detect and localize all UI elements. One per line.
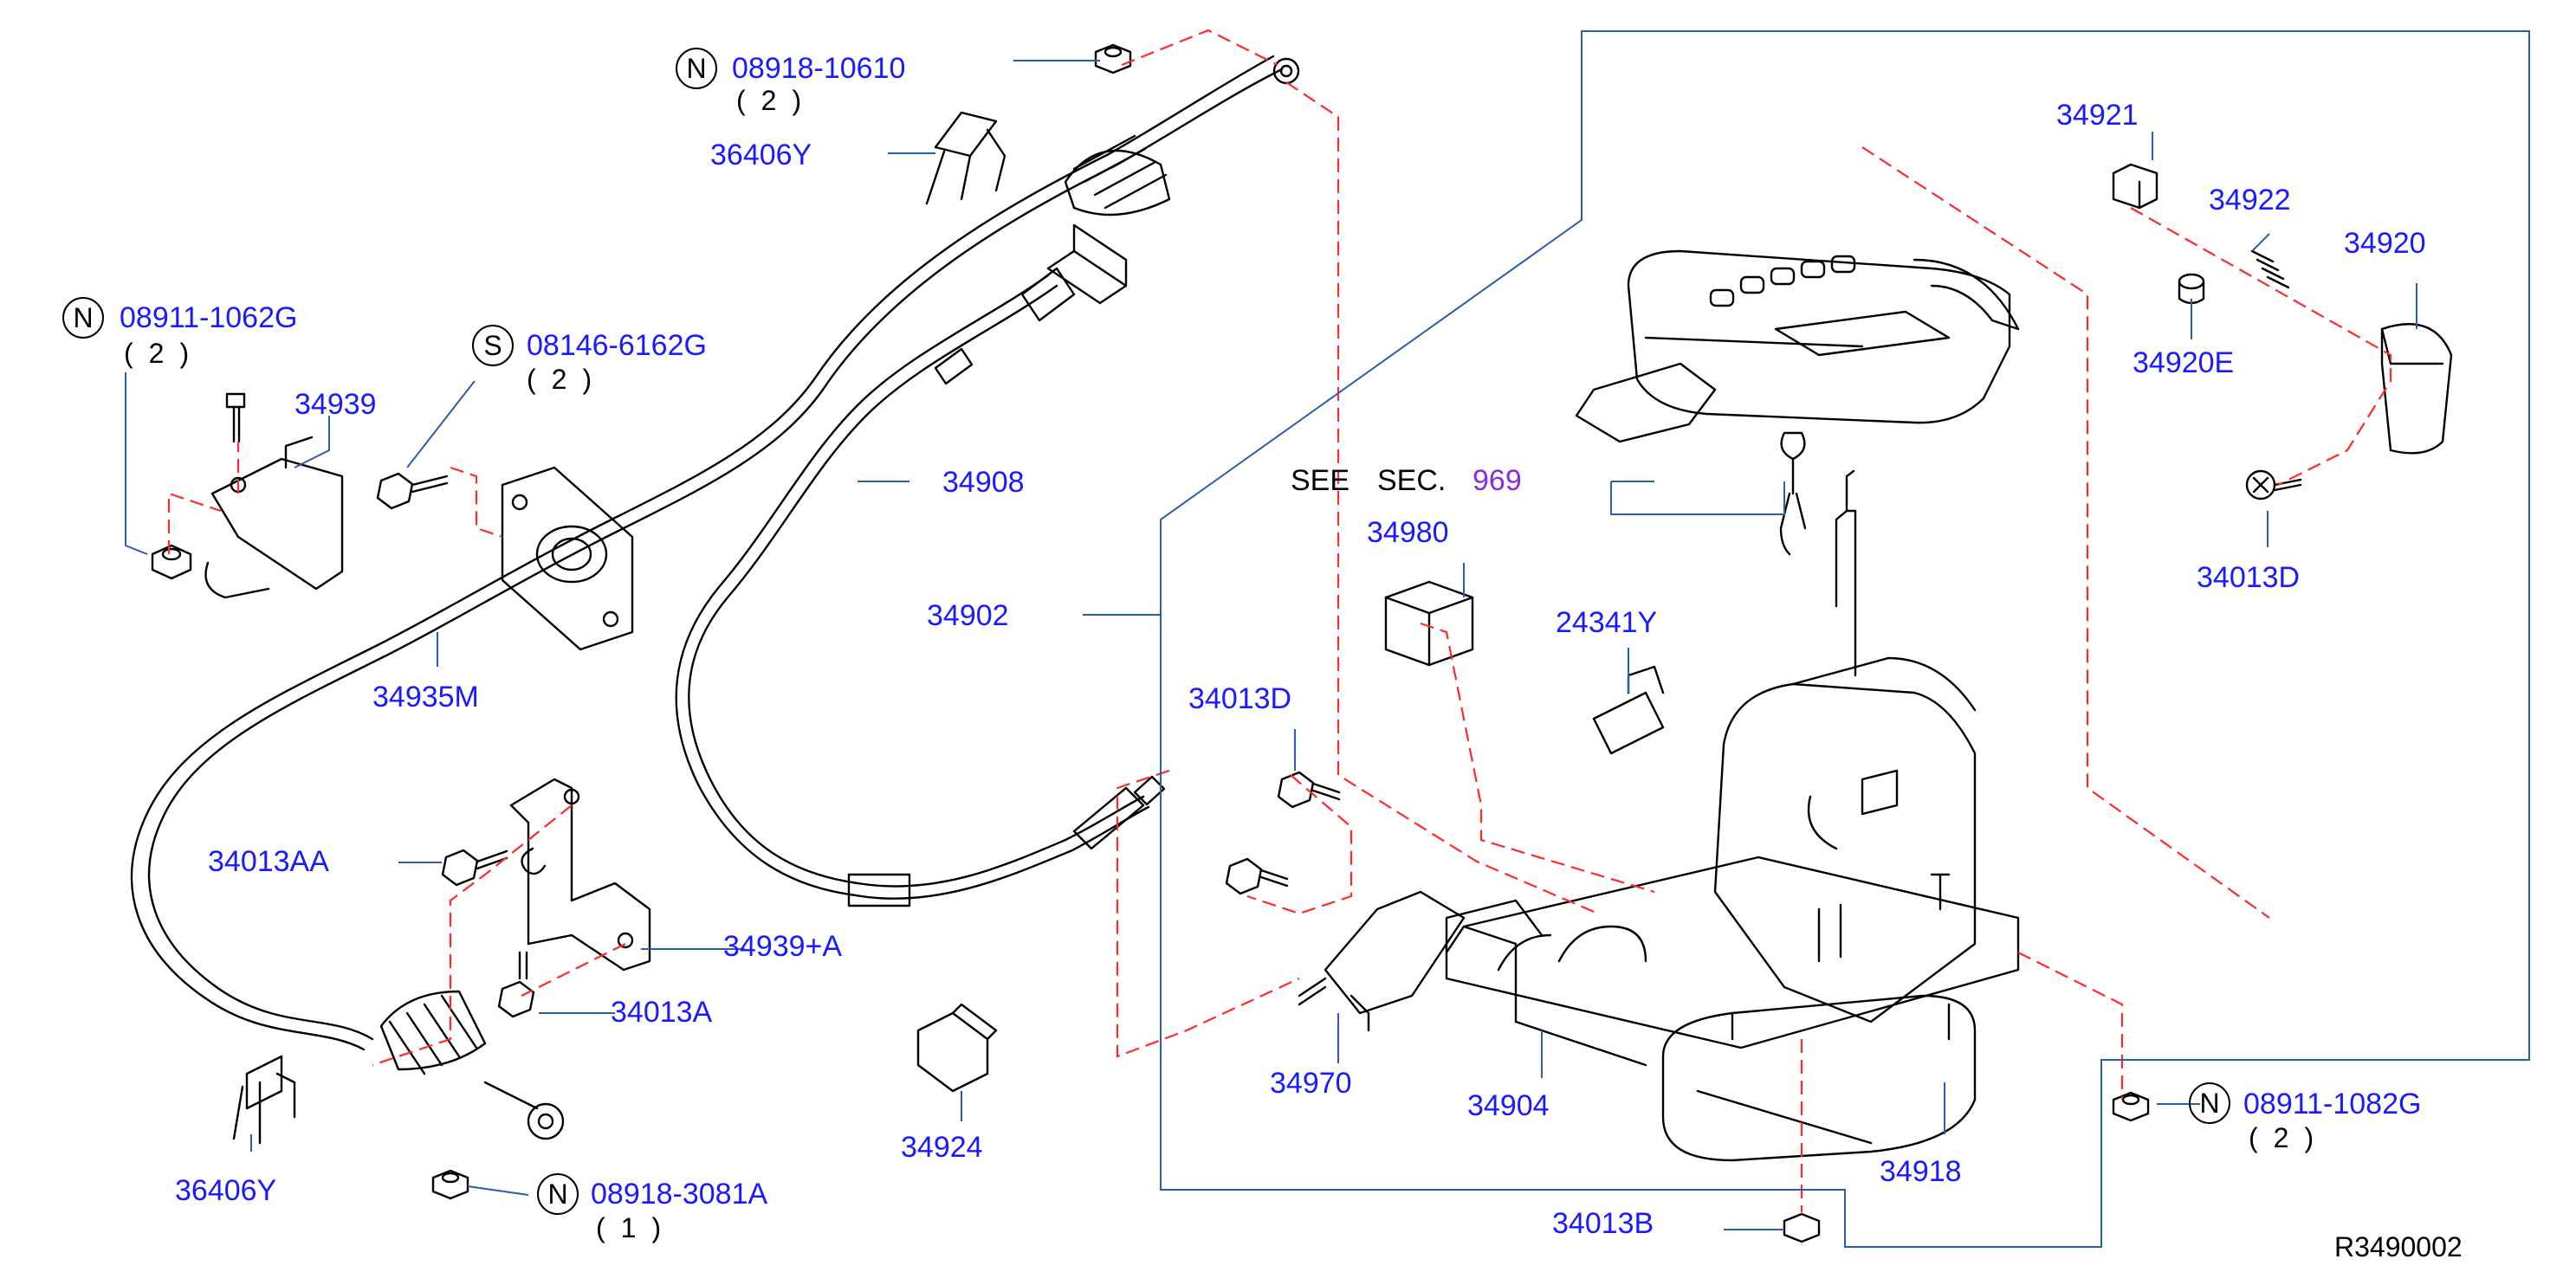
- qty-08911-1062g: (2): [124, 338, 205, 369]
- nut-08911-1062g: [151, 544, 192, 580]
- prefix-n-08918-3081a: N: [537, 1173, 579, 1215]
- bolt-08146-6162g: [376, 472, 449, 510]
- assembly-dash-lines: [167, 29, 2392, 1212]
- bracket-34939: [204, 436, 344, 599]
- label-36406y-bottom: 36406Y: [175, 1174, 277, 1207]
- label-34922: 34922: [2209, 184, 2291, 216]
- nut-08918-10610: [1094, 43, 1132, 74]
- nut-08911-1082g: [2112, 1091, 2150, 1122]
- cable-34908: [675, 223, 1166, 907]
- shifter-body-34904: [1445, 656, 2020, 1067]
- pad-34980: [1384, 580, 1474, 667]
- label-08911-1062g: 08911-1062G: [120, 301, 298, 334]
- label-34970: 34970: [1270, 1067, 1352, 1100]
- cap-34924: [916, 1003, 998, 1093]
- bolt-34939: [225, 392, 246, 443]
- label-08911-1082g: 08911-1082G: [2243, 1088, 2422, 1120]
- leader-lines: [125, 30, 2530, 1248]
- label-34013aa: 34013AA: [208, 845, 329, 878]
- spring-34922: [2250, 249, 2290, 289]
- prefix-n-08911-1062g: N: [62, 297, 104, 339]
- nut-08918-3081a: [431, 1169, 469, 1200]
- qty-08918-3081a: (1): [596, 1212, 677, 1243]
- label-see: SEE: [1291, 464, 1350, 497]
- indicator-cover: [1575, 249, 2020, 443]
- clip-36406y-top: [925, 111, 1006, 205]
- label-08146-6162g: 08146-6162G: [527, 329, 707, 362]
- control-cable-34935m: [130, 55, 1300, 1140]
- prefix-n-08918-10610: N: [676, 48, 717, 89]
- label-34920: 34920: [2344, 227, 2426, 260]
- clip-36406y-bottom: [232, 1055, 296, 1145]
- bolt-34013aa: [441, 849, 508, 887]
- unit-34970: [1298, 890, 1466, 1032]
- label-08918-10610: 08918-10610: [732, 52, 906, 85]
- label-34013b: 34013B: [1552, 1207, 1654, 1240]
- qty-08911-1082g: (2): [2249, 1122, 2330, 1153]
- label-sec-969: 969: [1472, 464, 1522, 497]
- label-34904: 34904: [1467, 1089, 1550, 1122]
- screw-34013d-right: [2245, 469, 2302, 500]
- label-34013d-right: 34013D: [2197, 561, 2301, 594]
- label-24341y: 24341Y: [1556, 606, 1658, 639]
- nut-34013b: [1783, 1212, 1821, 1243]
- diagram-reference-number: R3490002: [2334, 1231, 2463, 1262]
- bolt-34013a: [497, 951, 535, 1018]
- prefix-s-08146-6162g: S: [472, 325, 514, 366]
- qty-08146-6162g: (2): [527, 364, 608, 395]
- label-34013a: 34013A: [611, 996, 713, 1029]
- bolt-34013d-mid: [1225, 771, 1341, 895]
- label-34908: 34908: [942, 466, 1025, 499]
- base-34918: [1661, 994, 1977, 1162]
- bulb-socket: [1779, 431, 1807, 556]
- label-34921: 34921: [2056, 99, 2139, 132]
- cable-mount-plate: [501, 466, 634, 651]
- label-36406y-top: 36406Y: [710, 139, 812, 171]
- label-34920e: 34920E: [2133, 346, 2235, 379]
- label-34935m: 34935M: [372, 681, 479, 714]
- label-34918: 34918: [1880, 1155, 1962, 1188]
- shift-lever-rod: [1835, 469, 1857, 677]
- label-34924: 34924: [901, 1131, 983, 1164]
- bracket-34939a: [509, 778, 651, 972]
- prefix-n-08911-1082g: N: [2189, 1082, 2230, 1124]
- label-34902: 34902: [927, 599, 1009, 632]
- knob-34920: [2380, 323, 2453, 455]
- label-34939a: 34939+A: [723, 930, 843, 963]
- label-sec: SEC.: [1377, 464, 1447, 497]
- qty-08918-10610: (2): [736, 85, 818, 116]
- label-08918-3081a: 08918-3081A: [591, 1178, 768, 1211]
- label-34980: 34980: [1367, 516, 1449, 549]
- label-34939: 34939: [294, 388, 377, 421]
- label-34013d-mid: 34013D: [1188, 682, 1292, 715]
- bushing-34921: [2112, 163, 2159, 210]
